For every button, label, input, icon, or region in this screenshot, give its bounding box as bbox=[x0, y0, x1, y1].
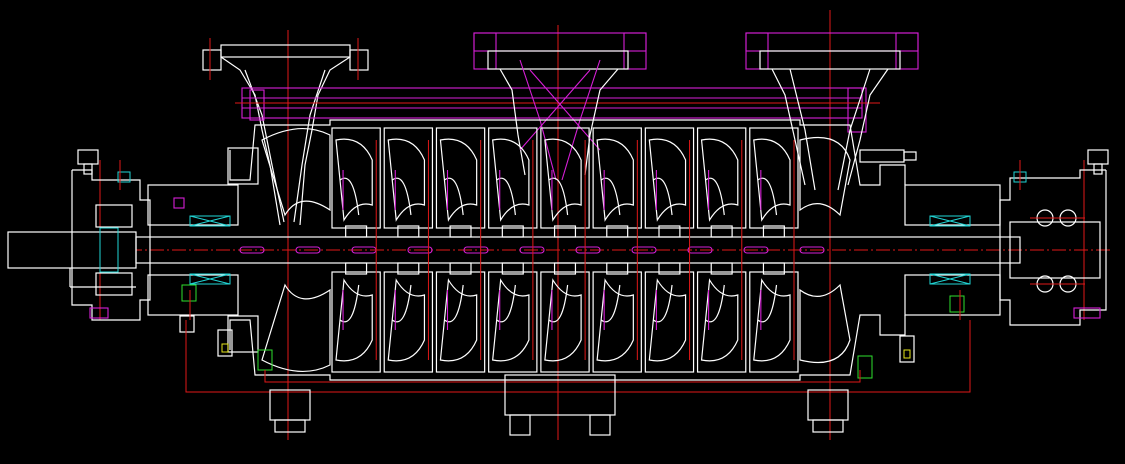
middle-flange bbox=[473, 32, 647, 181]
stage bbox=[749, 127, 799, 373]
stage bbox=[331, 127, 381, 373]
shaft bbox=[7, 221, 1101, 288]
stage bbox=[696, 127, 747, 373]
balance-pipe bbox=[235, 87, 880, 133]
keyway-slot bbox=[743, 246, 769, 254]
stage bbox=[592, 127, 642, 373]
keyway-slot bbox=[799, 246, 825, 254]
stage bbox=[540, 127, 590, 373]
pump-casing bbox=[229, 119, 906, 381]
discharge-flange bbox=[745, 32, 919, 191]
keyway-slot bbox=[295, 246, 321, 254]
left-bearing-housing bbox=[71, 147, 273, 371]
stage bbox=[644, 127, 695, 373]
keyway-slot bbox=[239, 246, 265, 254]
stage bbox=[488, 127, 538, 373]
pump-stages bbox=[331, 127, 799, 373]
keyway-slot bbox=[463, 246, 489, 254]
stage bbox=[435, 127, 486, 373]
pump-feet bbox=[269, 374, 849, 436]
right-bearing-housing bbox=[857, 149, 1109, 379]
keyway-slot bbox=[519, 246, 545, 254]
keyway-slot bbox=[631, 246, 657, 254]
keyway-slot bbox=[687, 246, 713, 254]
bottom-pipe bbox=[185, 320, 971, 393]
keyway-slot bbox=[407, 246, 433, 254]
stage bbox=[383, 127, 434, 373]
keyway-slot bbox=[575, 246, 601, 254]
